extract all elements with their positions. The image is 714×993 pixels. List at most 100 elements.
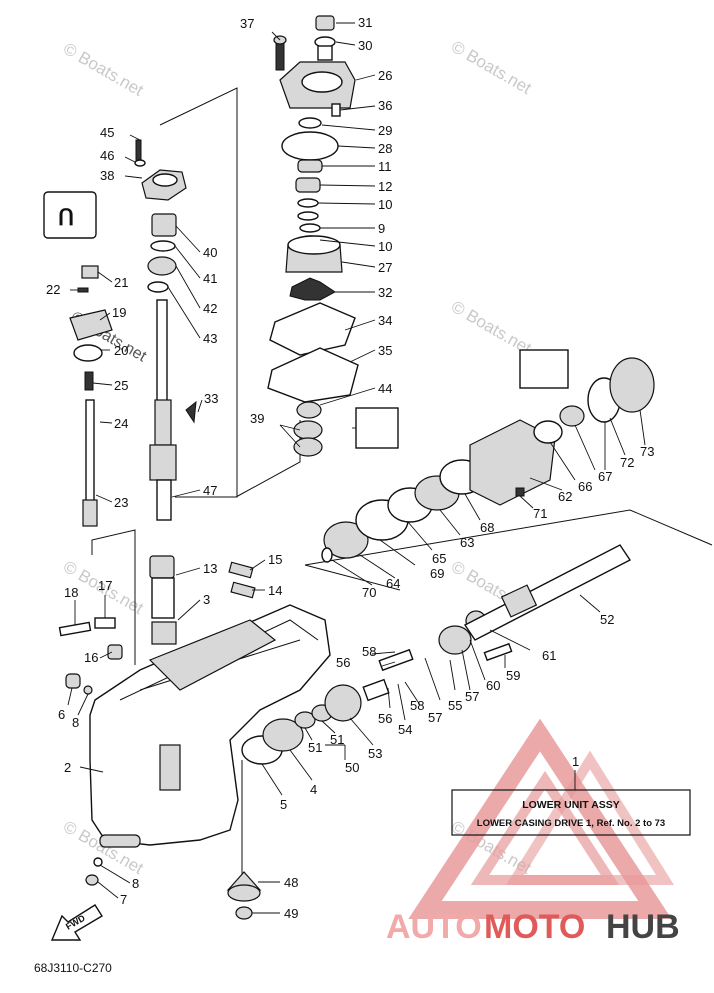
- fwd-arrow: FWD: [50, 904, 103, 941]
- callout-label: 51: [330, 732, 344, 747]
- callout-label: 68: [480, 520, 494, 535]
- brand-logo: [408, 718, 675, 919]
- shift-rod-assembly: ᑎ: [43, 191, 113, 527]
- callout-label: 63: [460, 535, 474, 550]
- callout-label: 50: [345, 760, 359, 775]
- callout-label: 47: [203, 483, 217, 498]
- callout-label: 45: [100, 125, 114, 140]
- callout-label: 55: [448, 698, 462, 713]
- callout-label: 10: [378, 239, 392, 254]
- callout-label: 6: [58, 707, 65, 722]
- callout-label: 13: [203, 561, 217, 576]
- assembly-ref-number: 1: [572, 754, 579, 769]
- callout-label: 53: [368, 746, 382, 761]
- callout-label: 30: [358, 38, 372, 53]
- callout-label: 29: [378, 123, 392, 138]
- callout-label: 18: [64, 585, 78, 600]
- watermark: © Boats.net: [448, 297, 535, 358]
- callout-label: 14: [268, 583, 282, 598]
- callout-label: 26: [378, 68, 392, 83]
- brand-part-2: MOTO: [484, 908, 585, 946]
- brand-part-1: AUTO: [386, 908, 482, 946]
- drive-shaft-column: [134, 139, 197, 645]
- callout-label: 12: [378, 179, 392, 194]
- callout-label: 64: [386, 576, 400, 591]
- callout-numbers: 31 30 26 36 29 28 11 12 10 9 10 27 32 34…: [46, 15, 654, 921]
- callout-label: 71: [533, 506, 547, 521]
- callout-label: 72: [620, 455, 634, 470]
- callout-label: 9: [378, 221, 385, 236]
- callout-label: 41: [203, 271, 217, 286]
- watermark: © Boats.net: [60, 39, 147, 100]
- assembly-title: LOWER UNIT ASSY: [522, 799, 620, 811]
- callout-label: 40: [203, 245, 217, 260]
- callout-label: 42: [203, 301, 217, 316]
- callout-label: 4: [310, 782, 317, 797]
- callout-label: 34: [378, 313, 392, 328]
- callout-label: 44: [378, 381, 392, 396]
- callout-label: 21: [114, 275, 128, 290]
- callout-label: 36: [378, 98, 392, 113]
- callout-label: 56: [336, 655, 350, 670]
- callout-label: 48: [284, 875, 298, 890]
- callout-label: 38: [100, 168, 114, 183]
- assembly-info-box: 1 LOWER UNIT ASSY LOWER CASING DRIVE 1, …: [451, 754, 691, 836]
- callout-label: 25: [114, 378, 128, 393]
- callout-label: 54: [398, 722, 412, 737]
- lower-casing: [89, 604, 331, 848]
- callout-label: 62: [558, 489, 572, 504]
- callout-label: 16: [84, 650, 98, 665]
- callout-label: 58: [362, 644, 376, 659]
- callout-label: 2: [64, 760, 71, 775]
- callout-label: 66: [578, 479, 592, 494]
- callout-label: 37: [240, 16, 254, 31]
- assembly-subtitle: LOWER CASING DRIVE 1, Ref. No. 2 to 73: [477, 818, 665, 829]
- callout-label: 17: [98, 578, 112, 593]
- watermark: © Boats.net: [448, 37, 535, 98]
- callout-label: 31: [358, 15, 372, 30]
- callout-label: 8: [72, 715, 79, 730]
- callout-label: 27: [378, 260, 392, 275]
- callout-label: 43: [203, 331, 217, 346]
- callout-label: 39: [250, 411, 264, 426]
- callout-label: 67: [598, 469, 612, 484]
- callout-label: 23: [114, 495, 128, 510]
- callout-label: 58: [410, 698, 424, 713]
- callout-label: 65: [432, 551, 446, 566]
- callout-label: 69: [430, 566, 444, 581]
- callout-label: 49: [284, 906, 298, 921]
- brand-part-3: HUB: [606, 908, 680, 946]
- callout-label: 57: [428, 710, 442, 725]
- misc-parts: [58, 561, 262, 920]
- callout-label: 28: [378, 141, 392, 156]
- callout-label: 60: [486, 678, 500, 693]
- callout-label: 5: [280, 797, 287, 812]
- callout-label: 11: [378, 159, 392, 174]
- callout-label: 24: [114, 416, 128, 431]
- callout-label: 32: [378, 285, 392, 300]
- callout-label: 51: [308, 740, 322, 755]
- callout-label: 7: [120, 892, 127, 907]
- callout-label: 46: [100, 148, 114, 163]
- brand-wordmark: AUTO MOTO HUB: [386, 908, 680, 946]
- callout-label: 8: [132, 876, 139, 891]
- callout-label: 59: [506, 668, 520, 683]
- callout-label: 61: [542, 648, 556, 663]
- diagram-code: 68J3110-C270: [34, 961, 112, 975]
- callout-label: 22: [46, 282, 60, 297]
- water-pump-stack: [267, 15, 399, 457]
- callout-label: 10: [378, 197, 392, 212]
- callout-label: 52: [600, 612, 614, 627]
- leader-lines: [67, 22, 646, 914]
- shift-detail-glyph: ᑎ: [58, 205, 74, 230]
- callout-label: 73: [640, 444, 654, 459]
- callout-label: 57: [465, 689, 479, 704]
- callout-label: 35: [378, 343, 392, 358]
- callout-label: 56: [378, 711, 392, 726]
- callout-label: 15: [268, 552, 282, 567]
- callout-label: 33: [204, 391, 218, 406]
- callout-label: 3: [203, 592, 210, 607]
- callout-label: 19: [112, 305, 126, 320]
